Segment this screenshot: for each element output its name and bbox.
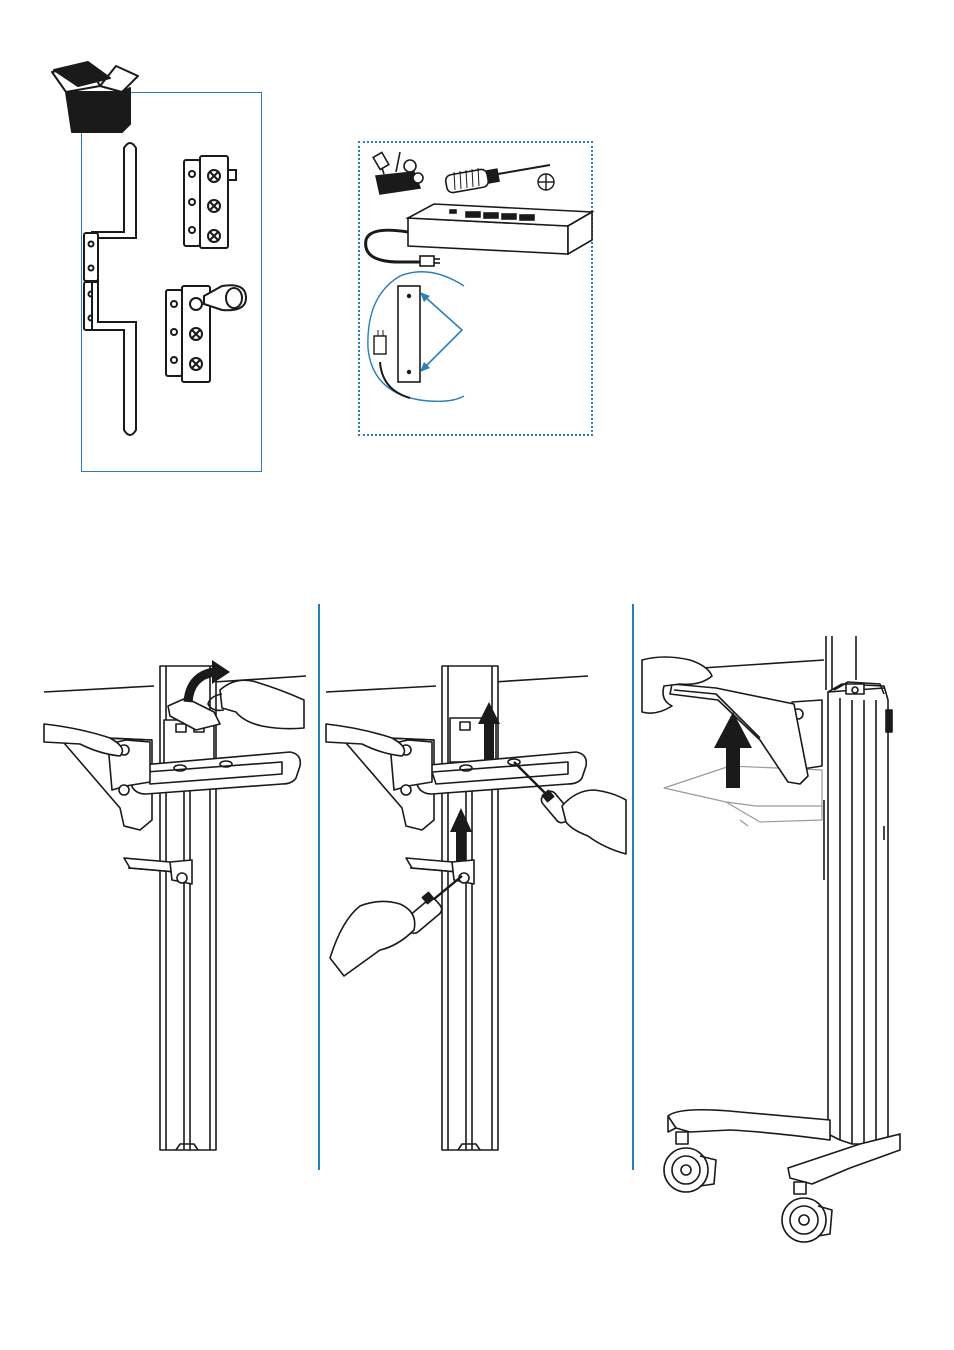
screwdriver-icon	[444, 164, 551, 194]
box-icon	[51, 61, 139, 133]
mounting-detail-callout	[367, 271, 465, 403]
toolbox-icon	[372, 151, 424, 195]
power-strip-icon	[364, 203, 595, 267]
required-tools-frame	[358, 141, 593, 436]
arrow-up-icon	[478, 702, 500, 768]
curved-arrow-icon	[183, 660, 230, 703]
arrow-up-icon	[450, 808, 472, 864]
clamp-plate-lower	[165, 284, 248, 383]
arrow-up-icon	[714, 712, 752, 788]
hinge-plate-upper	[183, 155, 237, 249]
kit-contents-frame	[81, 92, 262, 472]
phillips-head-icon	[537, 173, 555, 191]
step-divider-2	[632, 604, 634, 1170]
long-bracket-rod	[83, 142, 137, 436]
step-divider-1	[318, 604, 320, 1170]
